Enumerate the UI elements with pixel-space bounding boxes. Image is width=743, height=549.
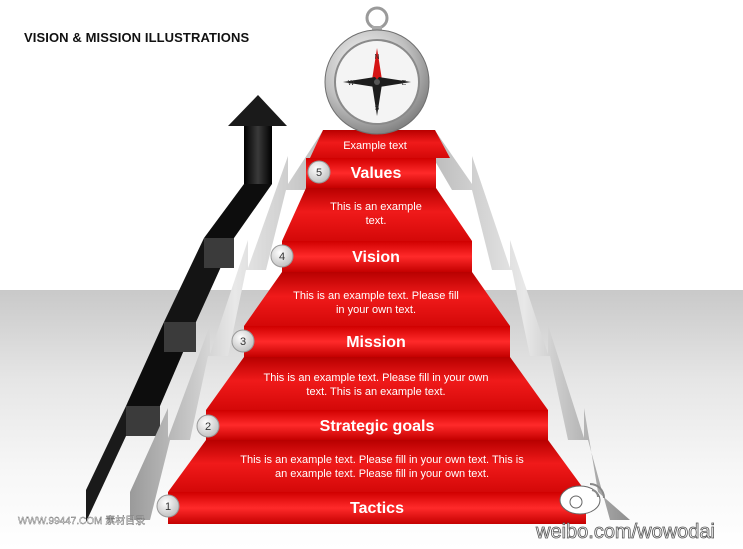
red-steps [168,130,586,524]
step-2: 2 Strategic goals This is an example tex… [196,414,524,480]
step-number: 1 [165,501,171,513]
step-title: Vision [352,249,400,266]
step-number-badge [307,160,331,184]
stair-rails [130,132,630,520]
top-caption: Example text [343,140,407,152]
step-number-badge [231,329,255,353]
step-desc-line: text. [366,215,387,227]
step-number: 4 [279,251,285,263]
step-number: 3 [240,336,246,348]
step-desc-line: This is an example text. Please fill in … [264,372,489,384]
step-number-badge [270,244,294,268]
step-3: 3 Mission This is an example text. Pleas… [231,329,489,398]
weibo-logo-icon [559,483,605,515]
compass-s-label: S [375,105,380,112]
step-5: 5 Values This is an example text. [307,160,422,227]
step-number-badge [196,414,220,438]
step-desc-line: in your own text. [336,304,416,316]
compass-e-label: E [402,80,407,87]
step-desc-line: This is an example text. Please fill [293,290,459,302]
step-number: 5 [316,167,322,179]
step-1: 1 Tactics [156,494,404,518]
step-number: 2 [205,421,211,433]
step-desc-line: This is an example text. Please fill in … [240,454,524,466]
step-4: 4 Vision This is an example text. Please… [270,244,459,316]
compass-w-label: W [348,80,355,87]
step-title: Values [351,165,402,182]
page-title: VISION & MISSION ILLUSTRATIONS [24,30,250,45]
step-title: Mission [346,334,406,351]
watermark-left: WWW.99447.COM 素材目录 [18,514,145,527]
step-title: Tactics [350,500,404,517]
step-desc-line: text. This is an example text. [306,386,445,398]
compass-icon: N S E W [324,6,430,135]
step-desc-line: an example text. Please fill in your own… [275,468,489,480]
step-desc-line: This is an example [330,201,422,213]
growth-arrow [86,95,287,522]
step-title: Strategic goals [320,418,435,435]
watermark-right: weibo.com/wowodai [535,521,715,543]
compass-n-label: N [374,54,379,61]
step-number-badge [156,494,180,518]
